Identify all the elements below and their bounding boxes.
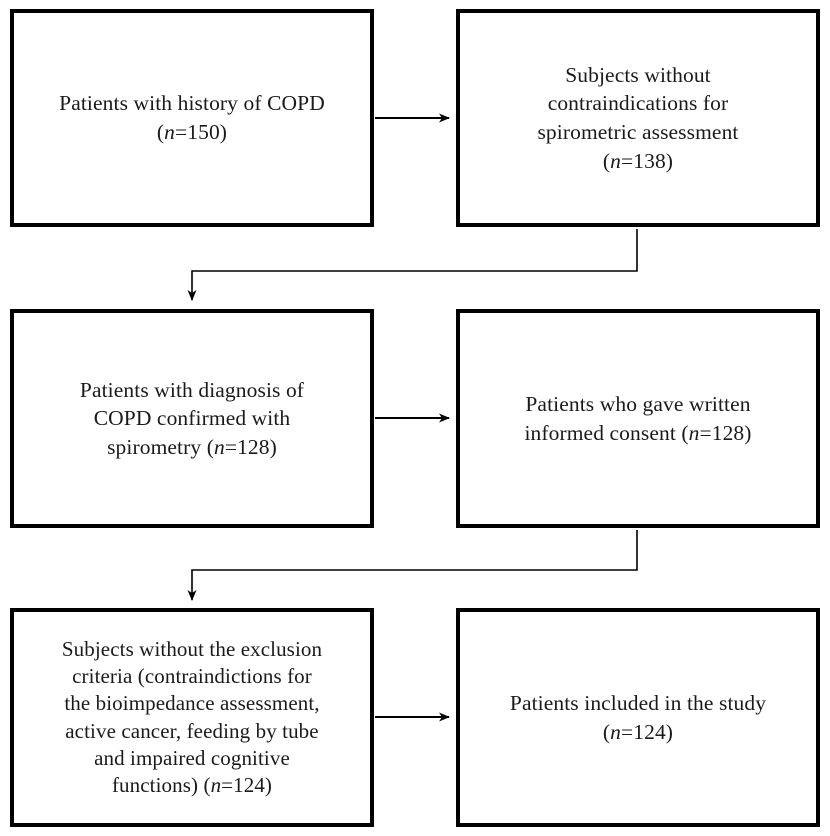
- node-line: contraindications for: [547, 91, 729, 116]
- node-count-n-symbol: n: [610, 719, 622, 744]
- node-line: Patients with history of COPD: [59, 91, 325, 116]
- node-text: Patients with history of COPD (n=150): [59, 89, 325, 146]
- node-count-n-symbol: n: [164, 120, 176, 144]
- node-text: Subjects without contraindications for s…: [537, 61, 738, 175]
- node-text: Patients who gave written informed conse…: [524, 390, 751, 447]
- node-count-n-symbol: n: [213, 434, 225, 459]
- node-count-n-symbol: n: [688, 420, 700, 445]
- node-line: spirometric assessment: [537, 120, 739, 144]
- node-count-value: =138): [621, 148, 674, 173]
- node-line: and impaired cognitive: [94, 745, 290, 770]
- node-text: Patients included in the study (n=124): [510, 689, 766, 746]
- node-subjects-without-exclusion-criteria: Subjects without the exclusion criteria …: [10, 608, 374, 827]
- node-line: informed consent (: [524, 420, 689, 445]
- node-line: Patients with diagnosis of: [79, 377, 305, 402]
- node-subjects-without-contraindications: Subjects without contraindications for s…: [456, 9, 820, 227]
- node-line: active cancer, feeding by tube: [65, 718, 319, 743]
- edge-n2-to-n3: [187, 229, 638, 301]
- node-count-n-symbol: n: [210, 773, 222, 798]
- node-line: COPD confirmed with: [93, 406, 291, 431]
- node-count-paren-open: (: [602, 148, 611, 173]
- node-count-paren-open: (: [602, 719, 611, 744]
- node-patients-who-gave-written-informed-consent: Patients who gave written informed conse…: [456, 309, 820, 528]
- node-patients-with-diagnosis-of-copd: Patients with diagnosis of COPD confirme…: [10, 309, 374, 528]
- node-patients-with-history-of-copd: Patients with history of COPD (n=150): [10, 9, 374, 227]
- node-line: spirometry (: [107, 434, 214, 459]
- node-count-value: =128): [224, 434, 277, 459]
- node-count-paren-open: (: [156, 120, 165, 144]
- node-line: functions) (: [111, 773, 211, 798]
- node-count-n-symbol: n: [610, 148, 622, 173]
- node-line: Patients included in the study: [509, 690, 767, 715]
- node-count-value: =150): [175, 120, 228, 144]
- node-text: Subjects without the exclusion criteria …: [62, 636, 322, 800]
- node-count-value: =124): [221, 773, 273, 798]
- node-line: Patients who gave written: [525, 391, 751, 416]
- node-count-value: =124): [621, 719, 674, 744]
- node-text: Patients with diagnosis of COPD confirme…: [80, 376, 304, 462]
- node-line: Subjects without: [565, 62, 711, 87]
- node-line: criteria (contraindictions for: [72, 663, 312, 688]
- node-line: the bioimpedance assessment,: [64, 691, 320, 716]
- edge-n4-to-n5: [187, 530, 638, 601]
- node-patients-included-in-the-study: Patients included in the study (n=124): [456, 608, 820, 827]
- node-count-value: =128): [699, 420, 752, 445]
- node-line: Subjects without the exclusion: [61, 636, 323, 661]
